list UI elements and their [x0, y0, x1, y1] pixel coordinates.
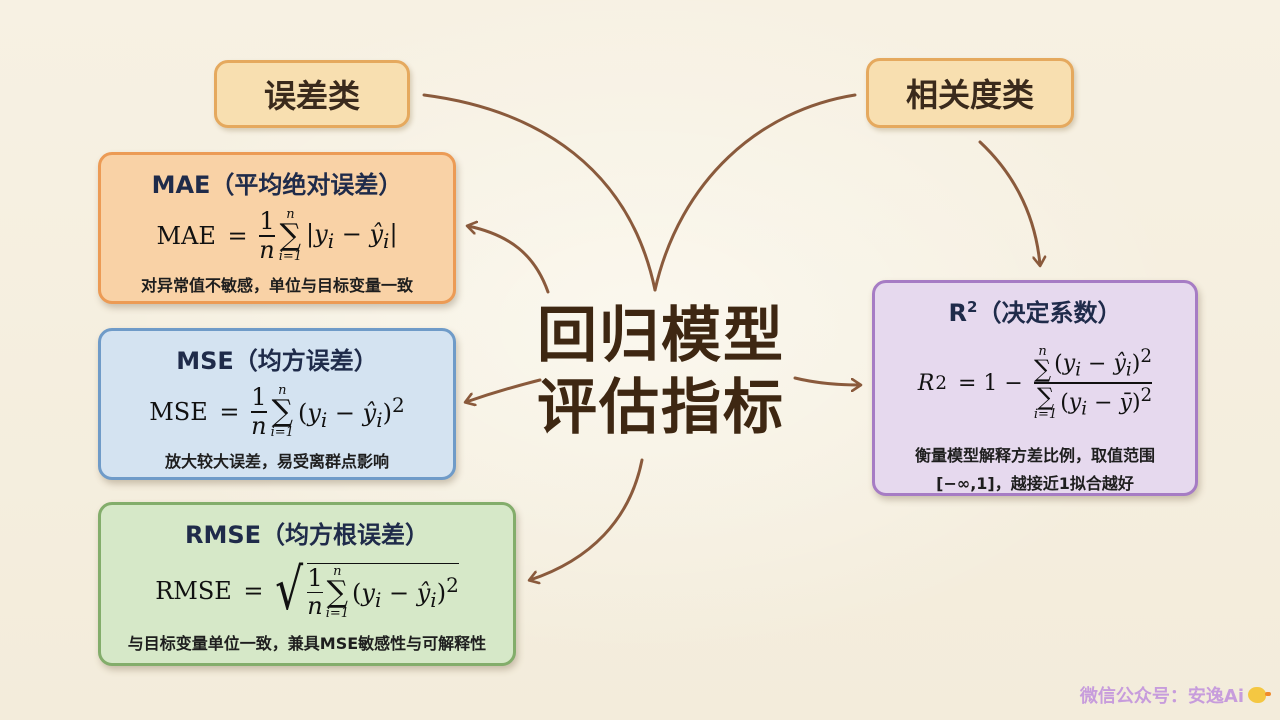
- r2-title-sup: 2: [967, 298, 978, 316]
- mae-note: 对异常值不敏感，单位与目标变量一致: [140, 276, 413, 295]
- arrow-correlation-to-r2: [978, 140, 1040, 265]
- r2-note-line1: 衡量模型解释方差比例，取值范围: [914, 446, 1155, 465]
- mse-title: MSE（均方误差）: [176, 347, 378, 375]
- category-error: 误差类: [214, 60, 410, 128]
- watermark: 微信公众号：安逸Ai: [1079, 682, 1271, 708]
- r2-title-rest: （决定系数）: [977, 299, 1122, 327]
- r2-title-base: R: [948, 299, 968, 327]
- category-error-label: 误差类: [263, 77, 360, 115]
- arrow-to-mse: [466, 378, 542, 402]
- rmse-formula-name: RMSE: [155, 577, 232, 605]
- arrow-to-mae: [468, 226, 550, 294]
- mae-formula-name: MAE: [156, 222, 216, 250]
- watermark-text: 微信公众号：安逸Ai: [1079, 686, 1244, 707]
- mse-formula-name: MSE: [149, 398, 208, 426]
- rmse-title: RMSE（均方根误差）: [184, 521, 430, 549]
- arrow-to-rmse: [530, 458, 644, 580]
- category-correlation-label: 相关度类: [905, 76, 1034, 114]
- center-title-line1: 回归模型: [537, 301, 785, 371]
- rmse-note: 与目标变量单位一致，兼具MSE敏感性与可解释性: [127, 634, 487, 653]
- center-title-line2: 评估指标: [537, 373, 785, 443]
- center-title: 回归模型 评估指标: [536, 300, 786, 444]
- mse-note: 放大较大误差，易受离群点影响: [164, 452, 389, 471]
- r2-note-line2: [−∞,1]，越接近1拟合越好: [936, 474, 1134, 493]
- mae-title: MAE（平均绝对误差）: [151, 171, 403, 199]
- category-correlation: 相关度类: [866, 58, 1074, 128]
- r2-title: R2（决定系数）: [875, 293, 1195, 328]
- duck-icon: [1248, 687, 1271, 703]
- connector-correlation-to-center: [653, 93, 857, 292]
- connector-error-to-center: [422, 93, 657, 292]
- arrow-to-r2: [793, 376, 860, 385]
